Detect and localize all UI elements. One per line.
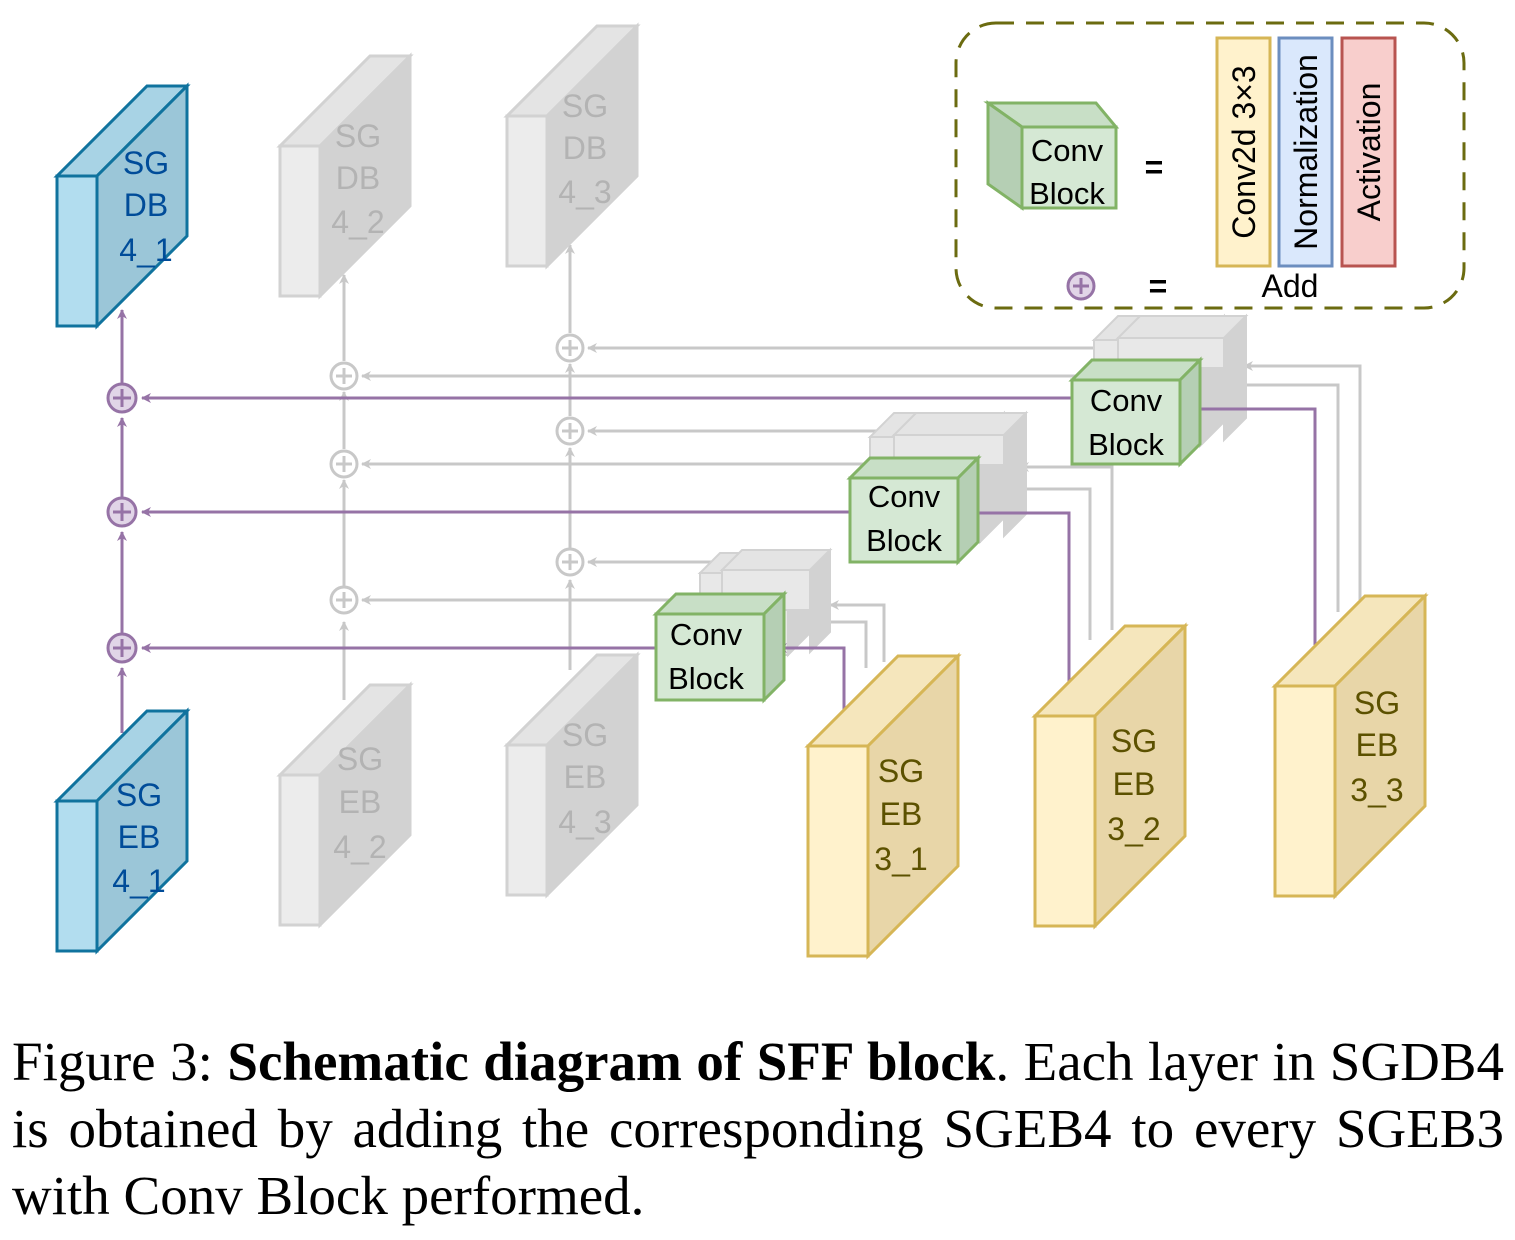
legend-activation: Activation bbox=[1340, 36, 1397, 268]
block-sgdb4-1: SG DB 4_1 bbox=[53, 82, 191, 330]
conv-label: Conv bbox=[670, 617, 743, 652]
conv-label: Block bbox=[866, 523, 942, 558]
block-sgeb4-3: SG EB 4_3 bbox=[503, 651, 641, 899]
block-label: 4_3 bbox=[558, 804, 611, 840]
conv-label: Block bbox=[668, 661, 744, 696]
gray-connections bbox=[339, 244, 1362, 700]
legend-conv2d: Conv2d 3×3 bbox=[1215, 36, 1272, 268]
block-label: EB bbox=[1356, 727, 1399, 763]
block-label: DB bbox=[124, 187, 168, 223]
conv-label: Conv bbox=[1090, 383, 1163, 418]
block-label: SG bbox=[1354, 685, 1400, 721]
figure-caption: Figure 3: Schematic diagram of SFF block… bbox=[12, 1028, 1504, 1229]
add-icon bbox=[106, 632, 138, 664]
block-sgeb3-2: SG EB 3_2 bbox=[1031, 622, 1189, 930]
conv-block-2: Conv Block bbox=[846, 454, 982, 566]
add-icon bbox=[329, 449, 359, 479]
block-sgeb4-1: SG EB 4_1 bbox=[53, 707, 191, 955]
legend-add-label: Add bbox=[1262, 268, 1319, 304]
add-icon bbox=[555, 416, 585, 446]
legend-equals: = bbox=[1149, 268, 1168, 304]
block-label: SG bbox=[123, 145, 169, 181]
add-icon bbox=[1066, 271, 1096, 301]
add-icon bbox=[329, 585, 359, 615]
block-label: 4_1 bbox=[112, 863, 165, 899]
block-sgeb3-3: SG EB 3_3 bbox=[1271, 592, 1429, 900]
block-label: EB bbox=[1113, 766, 1156, 802]
block-label: SG bbox=[1111, 723, 1157, 759]
gray-add-nodes bbox=[329, 333, 585, 615]
block-label: 3_1 bbox=[874, 841, 927, 877]
block-sgdb4-2: SG DB 4_2 bbox=[276, 52, 414, 300]
caption-title: Schematic diagram of SFF block bbox=[227, 1031, 996, 1092]
legend-normalization: Normalization bbox=[1277, 36, 1334, 268]
block-label: 4_2 bbox=[333, 829, 386, 865]
block-sgdb4-3: SG DB 4_3 bbox=[503, 22, 641, 270]
block-label: 4_3 bbox=[558, 174, 611, 210]
legend-conv2d-label: Conv2d 3×3 bbox=[1226, 65, 1262, 238]
block-label: EB bbox=[118, 819, 161, 855]
block-label: SG bbox=[335, 118, 381, 154]
block-label: SG bbox=[878, 753, 924, 789]
block-sgeb4-2: SG EB 4_2 bbox=[276, 681, 414, 929]
conv-label: Conv bbox=[868, 479, 941, 514]
purple-add-nodes bbox=[106, 382, 138, 664]
conv-block-3: Conv Block bbox=[1068, 356, 1204, 468]
legend-activation-label: Activation bbox=[1351, 83, 1387, 222]
sff-block-diagram: SG DB 4_2 SG DB 4_3 SG EB 4_2 SG EB 4_3 bbox=[53, 21, 1466, 960]
add-icon bbox=[329, 361, 359, 391]
block-label: SG bbox=[337, 741, 383, 777]
add-icon bbox=[555, 333, 585, 363]
legend-conv-label: Conv bbox=[1031, 133, 1104, 168]
add-icon bbox=[555, 547, 585, 577]
conv-label: Block bbox=[1088, 427, 1164, 462]
legend-frame bbox=[954, 21, 1466, 310]
block-sgeb3-1: SG EB 3_1 bbox=[804, 652, 962, 960]
legend-conv-block: Conv Block bbox=[983, 100, 1120, 211]
block-label: SG bbox=[116, 777, 162, 813]
block-label: 4_1 bbox=[119, 232, 172, 268]
block-label: DB bbox=[563, 130, 607, 166]
legend-conv-label: Block bbox=[1029, 176, 1105, 211]
legend: Conv Block = Conv2d 3×3 Normalization Ac… bbox=[954, 21, 1466, 310]
block-label: EB bbox=[339, 784, 382, 820]
legend-equals: = bbox=[1145, 149, 1164, 185]
legend-normalization-label: Normalization bbox=[1288, 54, 1324, 250]
caption-text: . Each layer in SGDB4 is obtained by add… bbox=[12, 1031, 1504, 1226]
block-label: EB bbox=[564, 759, 607, 795]
purple-connections bbox=[117, 309, 1317, 733]
conv-block-1: Conv Block bbox=[652, 590, 788, 704]
block-label: 3_2 bbox=[1107, 811, 1160, 847]
add-icon bbox=[106, 382, 138, 414]
block-label: 3_3 bbox=[1350, 772, 1403, 808]
block-label: SG bbox=[562, 717, 608, 753]
add-icon bbox=[106, 496, 138, 528]
block-label: EB bbox=[880, 796, 923, 832]
block-label: SG bbox=[562, 88, 608, 124]
block-label: DB bbox=[336, 160, 380, 196]
block-label: 4_2 bbox=[331, 204, 384, 240]
caption-prefix: Figure 3: bbox=[12, 1031, 228, 1092]
